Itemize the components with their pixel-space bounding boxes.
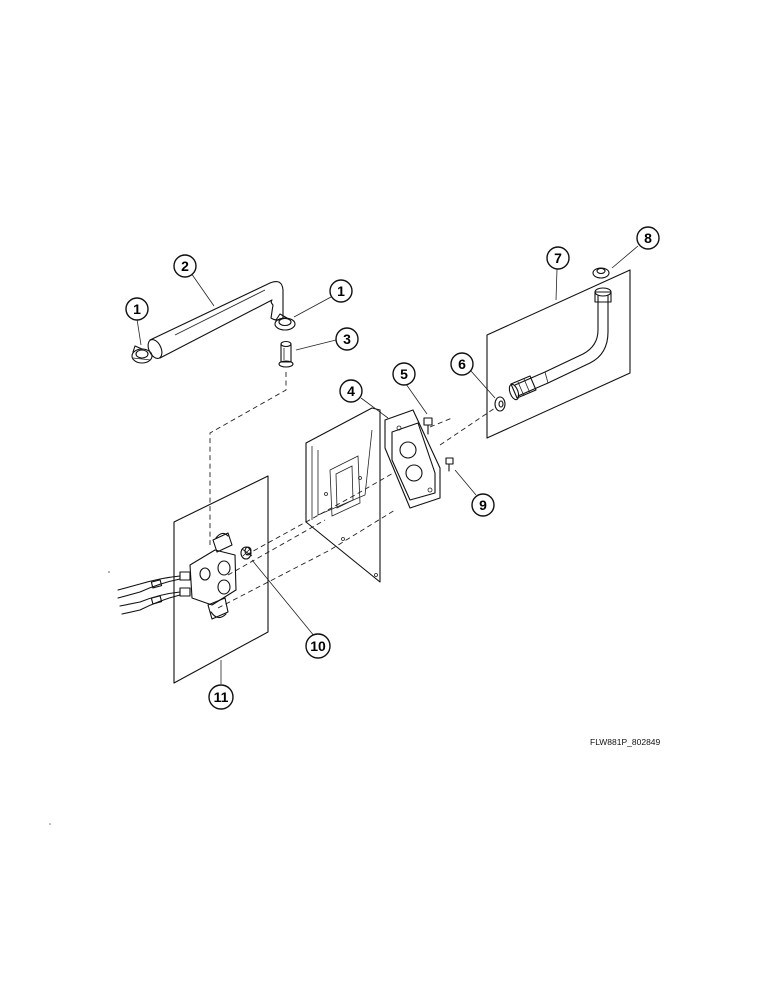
callout-11: 11 bbox=[208, 684, 234, 710]
filter-part-10 bbox=[240, 546, 253, 560]
callout-5: 5 bbox=[392, 362, 416, 386]
callout-1b-label: 1 bbox=[337, 283, 345, 299]
callout-9: 9 bbox=[471, 493, 495, 517]
callout-8: 8 bbox=[636, 226, 660, 250]
washer-part-6 bbox=[494, 396, 506, 412]
callout-4: 4 bbox=[339, 379, 363, 403]
callout-5-label: 5 bbox=[400, 366, 408, 382]
callout-2: 2 bbox=[173, 254, 197, 278]
callout-7-label: 7 bbox=[554, 250, 562, 266]
callout-3: 3 bbox=[335, 327, 359, 351]
callout-6: 6 bbox=[450, 352, 474, 376]
callout-11-label: 11 bbox=[214, 689, 229, 705]
callout-7: 7 bbox=[546, 246, 570, 270]
speck bbox=[108, 571, 110, 573]
screw-part-5 bbox=[423, 417, 433, 435]
speck bbox=[49, 823, 51, 825]
cabinet-panel bbox=[305, 407, 381, 583]
valve-plate-part-11 bbox=[117, 475, 269, 684]
callout-1a-label: 1 bbox=[133, 301, 141, 317]
assembly-lines bbox=[209, 372, 496, 609]
inlet-hose-plate-part-7 bbox=[486, 269, 631, 439]
callout-10: 10 bbox=[305, 633, 331, 659]
callout-6-label: 6 bbox=[458, 356, 466, 372]
callout-10-label: 10 bbox=[310, 638, 326, 654]
hose-clamp-left-part-1 bbox=[131, 345, 153, 364]
fitting-part-3 bbox=[278, 340, 294, 368]
callout-2-label: 2 bbox=[181, 258, 189, 274]
callout-9-label: 9 bbox=[479, 497, 487, 513]
hose-part-2 bbox=[147, 281, 284, 359]
callout-1b: 1 bbox=[329, 279, 353, 303]
callout-3-label: 3 bbox=[343, 331, 351, 347]
washer-part-8 bbox=[592, 267, 610, 279]
screw-part-9 bbox=[445, 457, 454, 472]
hose-clamp-right-part-1 bbox=[274, 313, 296, 331]
bracket-part-4 bbox=[384, 409, 441, 509]
leader-lines bbox=[136, 245, 639, 684]
figure-code: FLW881P_802849 bbox=[590, 737, 661, 747]
callout-8-label: 8 bbox=[644, 230, 652, 246]
callout-4-label: 4 bbox=[347, 383, 355, 399]
callout-1a: 1 bbox=[125, 297, 149, 321]
